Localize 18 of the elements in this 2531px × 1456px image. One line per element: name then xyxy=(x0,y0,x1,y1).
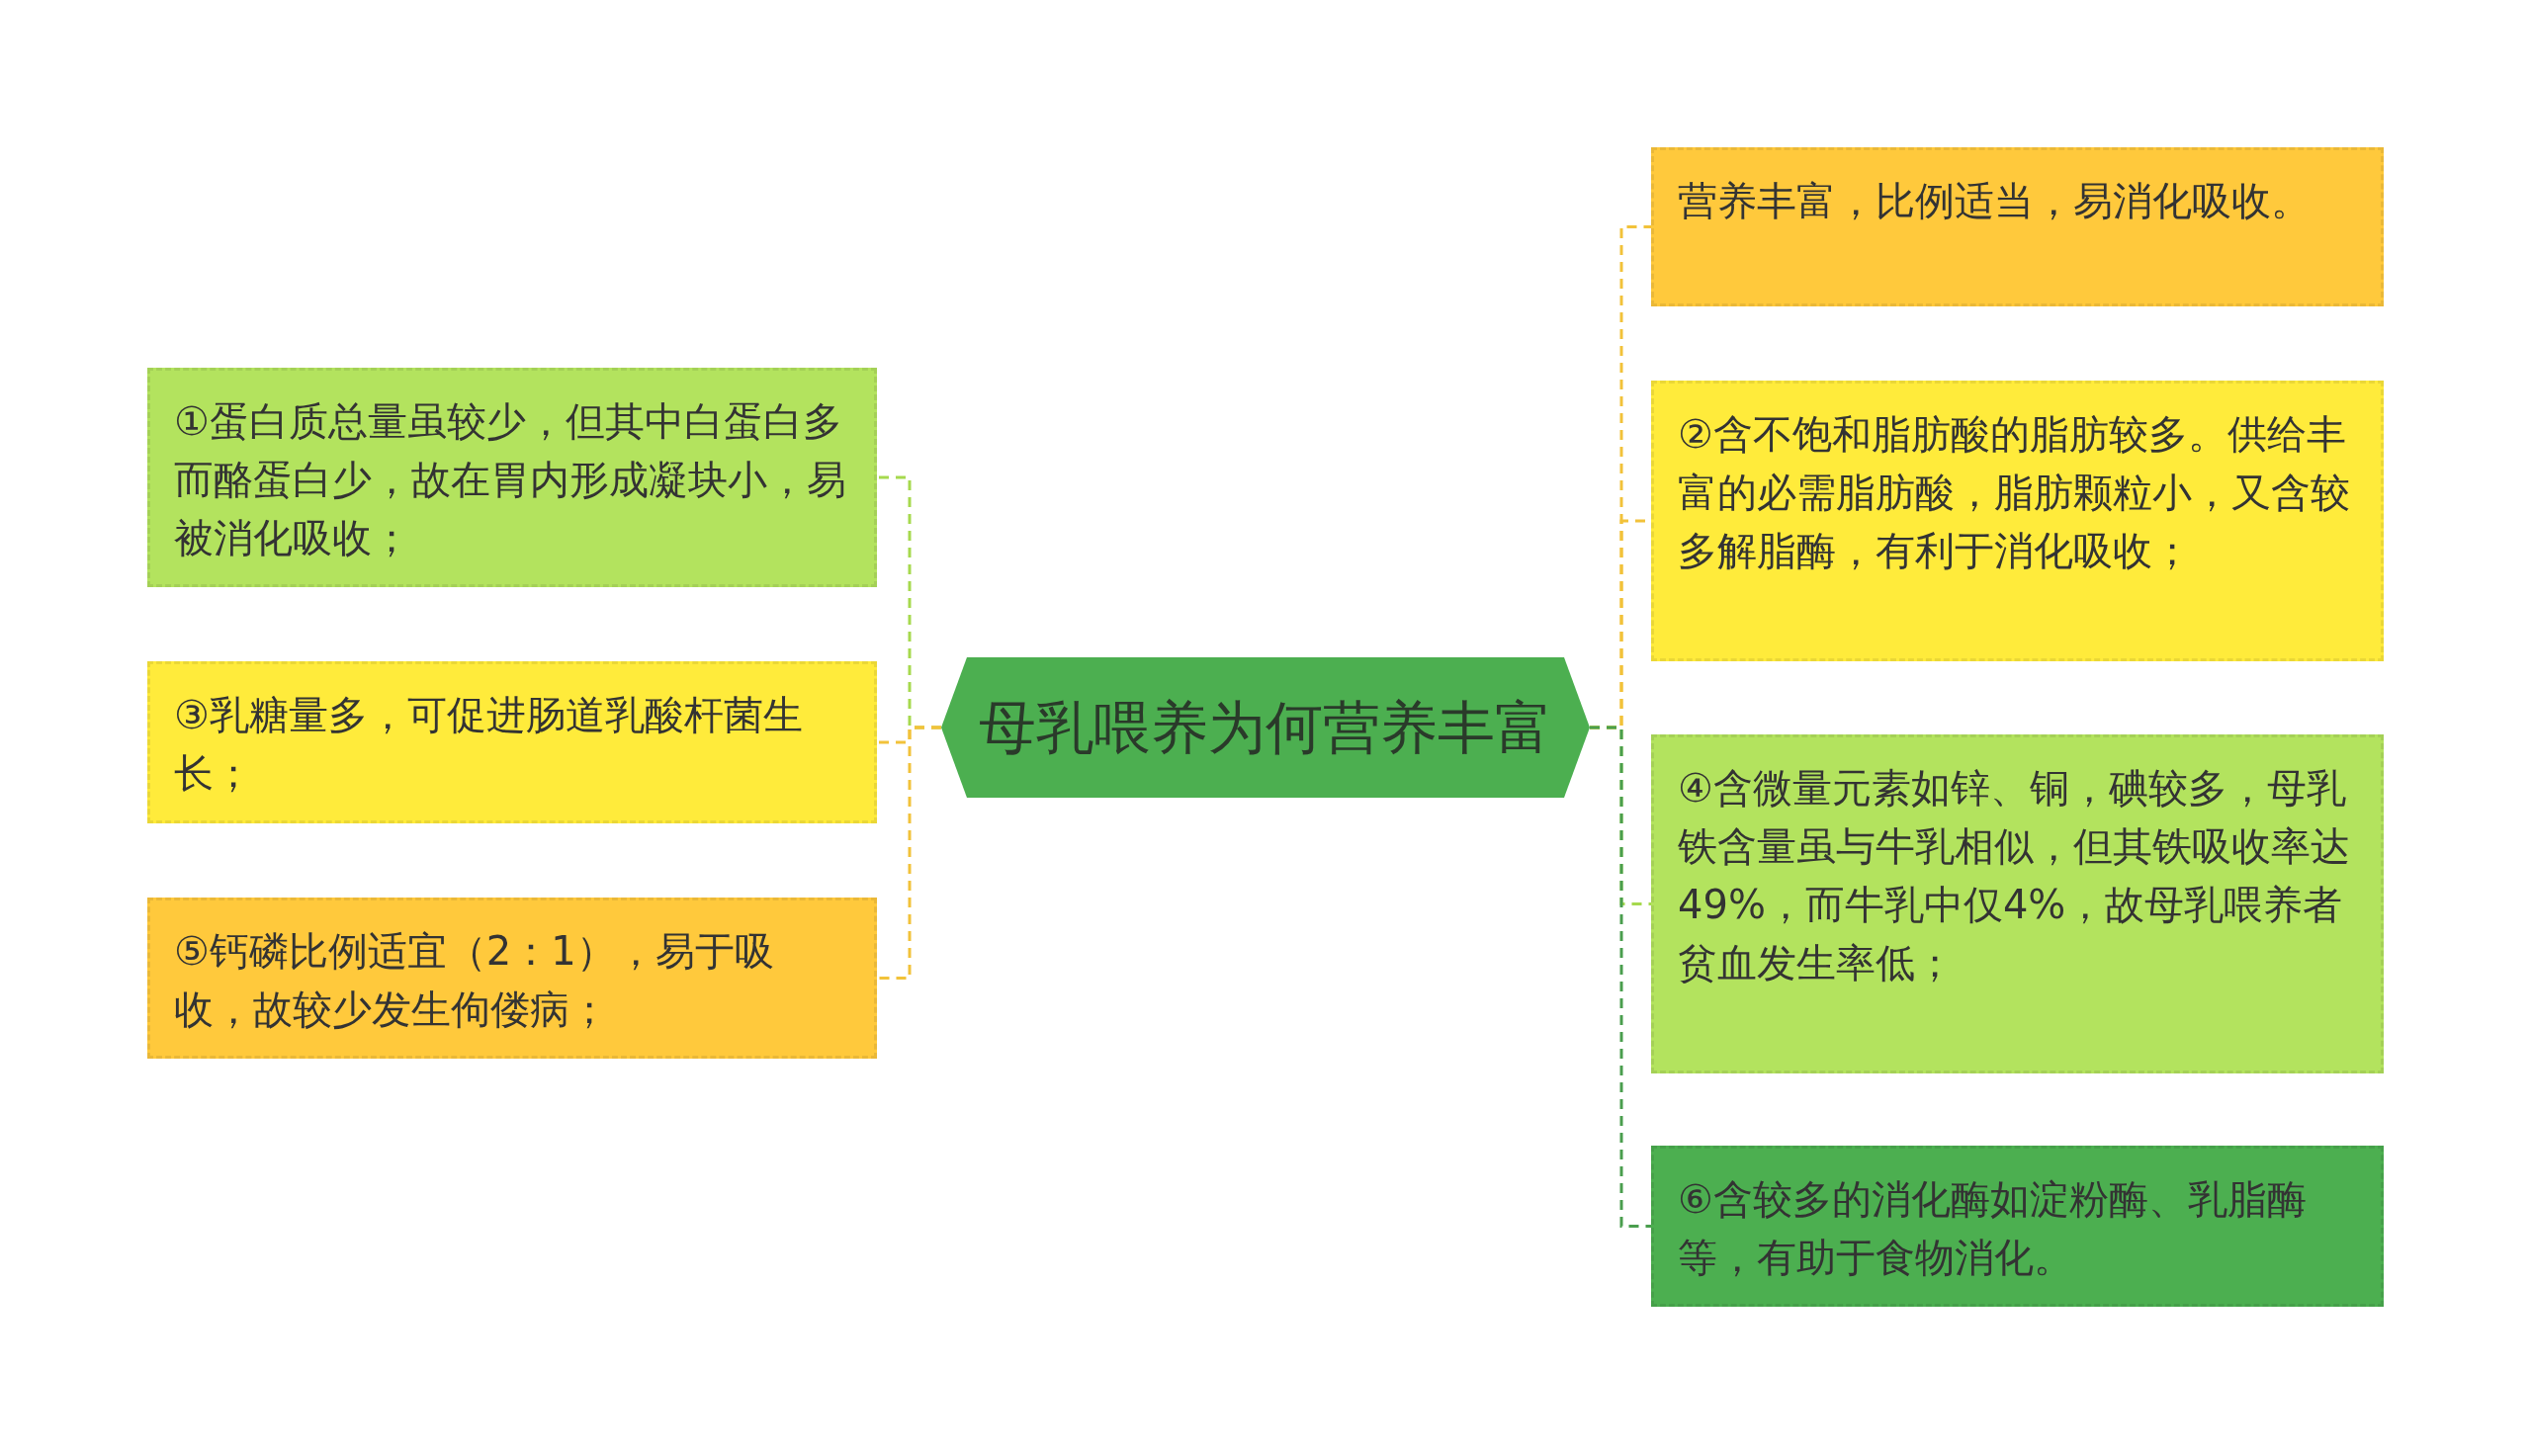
note-text: ③乳糖量多，可促进肠道乳酸杆菌生长； xyxy=(174,691,804,798)
note-text: 营养丰富，比例适当，易消化吸收。 xyxy=(1678,177,2312,225)
note-text: ①蛋白质总量虽较少，但其中白蛋白多而酪蛋白少，故在胃内形成凝块小，易被消化吸收； xyxy=(174,397,847,562)
note-text: ④含微量元素如锌、铜，碘较多，母乳铁含量虽与牛乳相似，但其铁吸收率达49%，而牛乳中仅4%，故母乳喂养者贫血发生率低； xyxy=(1678,764,2351,987)
connector-line xyxy=(1590,726,1651,1228)
note-text: ⑥含较多的消化酶如淀粉酶、乳脂酶等，有助于食物消化。 xyxy=(1678,1175,2308,1282)
note-box xyxy=(1651,1146,2384,1307)
note-box xyxy=(1651,147,2384,306)
connector-line xyxy=(877,726,941,980)
note-text: ⑤钙磷比例适宜（2：1），易于吸收，故较少发生佝偻病； xyxy=(174,927,775,1034)
note-text: ②含不饱和脂肪酸的脂肪较多。供给丰富的必需脂肪酸，脂肪颗粒小，又含较多解脂酶，有利于消化吸收； xyxy=(1678,410,2351,575)
note-box xyxy=(1651,381,2384,661)
note-box xyxy=(147,898,877,1059)
note-box xyxy=(1651,734,2384,1073)
note-box xyxy=(147,368,877,587)
topic-hexagon xyxy=(941,657,1590,798)
note-box xyxy=(147,661,877,823)
topic-text: 母乳喂养为何营养丰富 xyxy=(979,693,1552,762)
